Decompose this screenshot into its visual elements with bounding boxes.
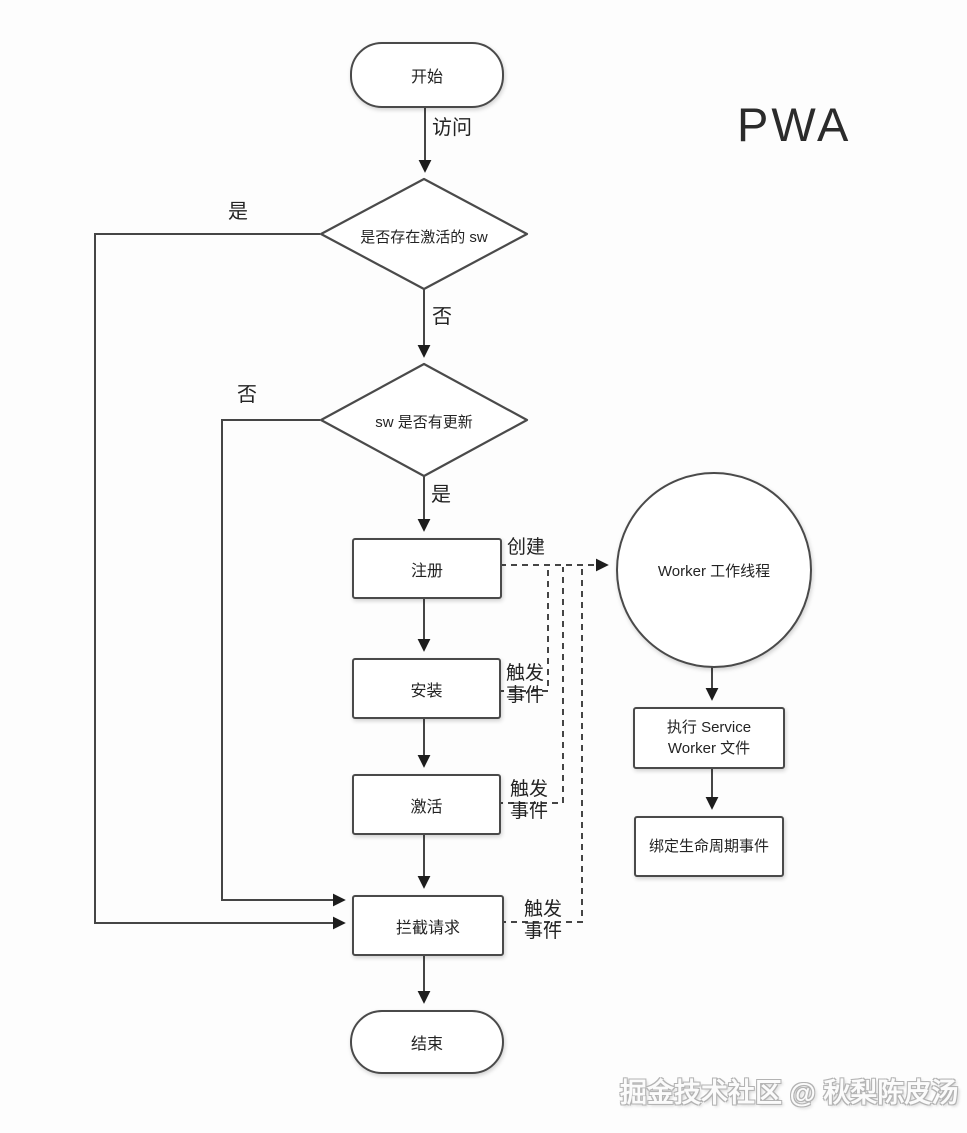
- start-node: 开始: [350, 42, 504, 108]
- end-node: 结束: [350, 1010, 504, 1074]
- activate-node-label: 激活: [410, 798, 443, 816]
- bind-lifecycle-node: 绑定生命周期事件: [634, 816, 784, 877]
- edge-label-create: 创建: [507, 537, 546, 558]
- decision-sw-update-label: sw 是否有更新: [375, 414, 473, 431]
- trigger-activate-line2: 事件: [510, 800, 549, 822]
- trigger-activate-line1: 触发: [510, 779, 549, 800]
- register-node: 注册: [352, 538, 502, 599]
- edge-label-visit: 访问: [432, 117, 472, 139]
- edge-install-trigger: [498, 567, 549, 692]
- trigger-install-line2: 事件: [506, 684, 545, 706]
- exec-sw-file-label: 执行 Service Worker 文件: [666, 719, 752, 757]
- worker-thread-circle: Worker 工作线程: [616, 472, 812, 668]
- decision-active-sw-label: 是否存在激活的 sw: [360, 229, 488, 246]
- edge-label-yes-1: 是: [228, 201, 248, 223]
- bind-lifecycle-label: 绑定生命周期事件: [648, 838, 769, 855]
- intercept-node: 拦截请求: [352, 895, 504, 956]
- decision-sw-update-shape: [319, 362, 529, 478]
- trigger-install-line1: 触发: [506, 663, 545, 684]
- edge-check1-yes-to-intercept: [94, 233, 346, 930]
- edge-label-trigger-install: 触发 事件: [506, 663, 544, 707]
- end-node-label: 结束: [410, 1036, 443, 1053]
- edge-label-no-1: 否: [432, 306, 452, 328]
- start-node-label: 开始: [410, 69, 443, 86]
- register-node-label: 注册: [410, 562, 443, 580]
- decision-active-sw-shape: [319, 177, 529, 291]
- edge-activate-trigger: [497, 567, 564, 804]
- install-node: 安装: [352, 658, 501, 719]
- edge-label-yes-2: 是: [431, 484, 451, 506]
- edge-label-trigger-intercept: 触发 事件: [524, 899, 562, 943]
- watermark-text: 掘金技术社区 @ 秋梨陈皮汤: [620, 1078, 959, 1108]
- intercept-node-label: 拦截请求: [395, 919, 460, 937]
- edge-check2-no-to-intercept: [221, 419, 346, 907]
- install-node-label: 安装: [410, 682, 443, 700]
- trigger-intercept-line1: 触发: [524, 899, 563, 920]
- edge-label-trigger-activate: 触发 事件: [510, 779, 548, 823]
- worker-thread-label: Worker 工作线程: [657, 562, 771, 580]
- activate-node: 激活: [352, 774, 501, 835]
- pwa-title: PWA: [737, 98, 852, 151]
- trigger-intercept-line2: 事件: [524, 920, 563, 942]
- exec-sw-file-node: 执行 Service Worker 文件: [633, 707, 785, 769]
- edge-intercept-trigger: [500, 567, 583, 923]
- edge-label-no-2: 否: [237, 384, 257, 406]
